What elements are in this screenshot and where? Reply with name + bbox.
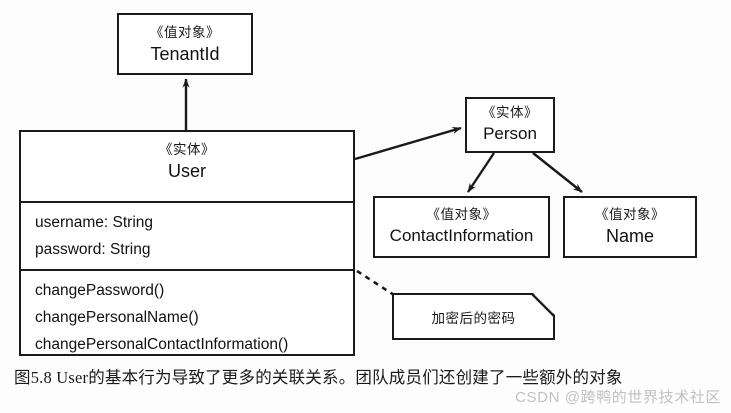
connector-person-to-contactinformation xyxy=(467,152,495,193)
attribute-row: username: String xyxy=(35,214,154,231)
class-box-user[interactable]: 《实体》 User username: String password: Str… xyxy=(19,130,355,356)
class-name-label: ContactInformation xyxy=(389,226,534,245)
operations-compartment: changePassword() changePersonalName() ch… xyxy=(21,269,353,364)
stereotype-label: 《实体》 xyxy=(159,142,215,157)
stereotype-label: 《值对象》 xyxy=(595,207,665,222)
attribute-row: password: String xyxy=(35,241,151,258)
class-header: 《值对象》 TenantId xyxy=(119,15,251,71)
class-name-label: User xyxy=(167,161,206,181)
class-header: 《实体》 Person xyxy=(467,99,553,151)
class-box-tenantid[interactable]: 《值对象》 TenantId xyxy=(117,13,253,75)
stereotype-label: 《实体》 xyxy=(482,105,538,120)
class-box-name[interactable]: 《值对象》 Name xyxy=(563,196,697,258)
operation-row: changePersonalContactInformation() xyxy=(35,336,289,353)
figure-caption: 图5.8 User的基本行为导致了更多的关联关系。团队成员们还创建了一些额外的对… xyxy=(14,368,623,387)
connector-user-to-note xyxy=(356,269,395,297)
class-header: 《实体》 User xyxy=(21,132,353,201)
class-name-label: TenantId xyxy=(150,44,220,64)
stereotype-label: 《值对象》 xyxy=(426,207,497,222)
class-box-contactinformation[interactable]: 《值对象》 ContactInformation xyxy=(373,196,550,258)
class-name-label: Person xyxy=(483,124,537,143)
class-box-person[interactable]: 《实体》 Person xyxy=(465,97,555,153)
attributes-compartment: username: String password: String xyxy=(21,201,353,269)
connector-user-to-person xyxy=(354,126,462,161)
note-fold-icon xyxy=(531,293,555,317)
class-header: 《值对象》 Name xyxy=(565,198,695,253)
class-name-label: Name xyxy=(605,226,654,246)
connector-person-to-name xyxy=(532,152,583,193)
class-header: 《值对象》 ContactInformation xyxy=(375,198,548,253)
uml-note-encrypted-password[interactable]: 加密后的密码 xyxy=(392,293,555,340)
note-body xyxy=(392,293,555,340)
operation-row: changePassword() xyxy=(35,282,165,299)
note-text: 加密后的密码 xyxy=(431,310,516,326)
csdn-watermark: CSDN @跨鸭的世界技术社区 xyxy=(515,389,721,406)
operation-row: changePersonalName() xyxy=(35,309,199,326)
stereotype-label: 《值对象》 xyxy=(150,25,220,40)
